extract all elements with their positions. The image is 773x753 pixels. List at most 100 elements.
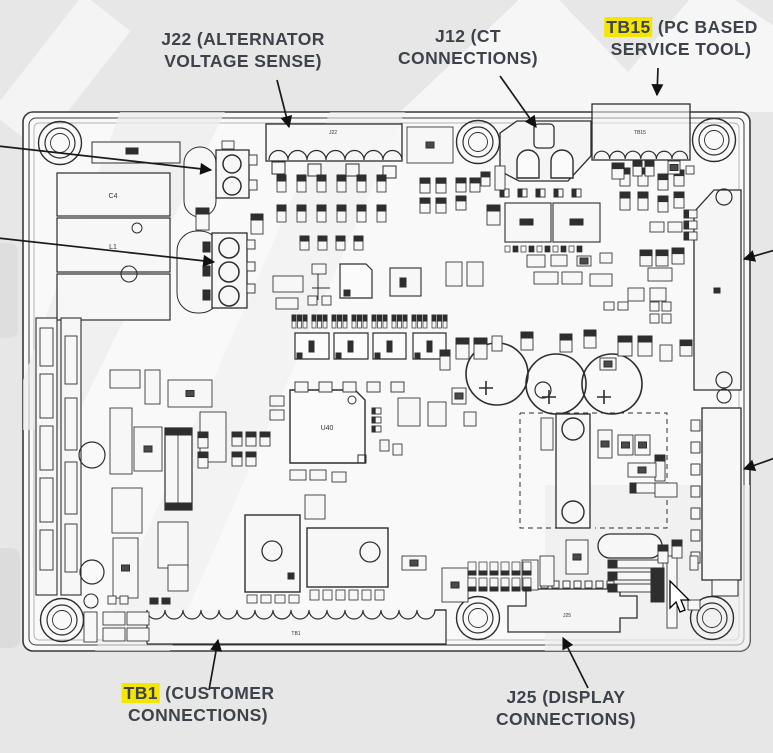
connector-right-a [716,388,732,404]
pad-group-mark [391,314,397,322]
callout-tb1-ref: TB1 [121,683,160,703]
connector-3pin-hole [218,237,240,259]
callout-j12-text: (CT [465,26,502,46]
callout-j22-line2: VOLTAGE SENSE) [164,51,322,71]
component [661,313,672,324]
callout-tb1: TB1 (CUSTOMER CONNECTIONS) [121,682,275,726]
resistor-band [356,204,367,212]
component-band [455,337,470,345]
component-mark [121,564,130,572]
mounting-hole [702,608,722,628]
component [561,271,583,285]
pad [274,594,286,604]
mounting-hole [52,610,72,630]
component [667,221,683,233]
leader-tb15 [651,67,664,97]
connector-3pin-pad [202,289,211,301]
component-mark [669,164,679,171]
connector-j25-pad [584,580,593,589]
resistor-band [316,174,327,182]
ref-tb15: TB15 [634,130,646,136]
pad [504,245,511,253]
resistor-band [335,235,346,242]
pad-group-mark [377,314,382,322]
pad-mark [489,586,499,592]
hole [120,265,138,283]
ic-soic-glyph [426,340,433,353]
component-band [419,177,431,184]
connector-3pin-hole [218,261,240,283]
component [589,273,613,287]
component [685,165,695,175]
component [64,461,78,515]
component-band [629,482,637,494]
connector-tb15 [591,103,691,161]
callout-tb15-ref: TB15 [604,17,653,37]
component [126,611,150,626]
mounting-hole [696,602,728,634]
fuse-holder-hole [561,500,585,524]
dashed-outline [519,412,668,529]
component-band [559,333,573,341]
ic-mark [519,218,534,226]
resistor-bar-end [607,559,618,569]
component [526,254,546,268]
connector-3pin-tab [246,261,256,272]
component-band [657,173,669,181]
fuse-f2-band [164,502,193,511]
component [109,369,141,389]
component-band [655,249,669,257]
component-mark [621,441,630,449]
component [64,523,78,573]
connector-j22-pin [307,163,322,177]
leader-lines [0,67,773,691]
component [689,555,699,571]
component-band [480,171,491,178]
pad [528,245,535,253]
connector-2pin-hole [222,176,242,196]
connector-j12-pin [516,149,540,179]
component [550,254,568,267]
connector-right-b-pad [690,419,701,432]
pad-mark [467,570,477,576]
component [167,379,213,408]
component [221,140,235,150]
pad [361,589,372,601]
component-band [673,191,685,199]
component [649,313,660,324]
pad-group-mark [371,314,377,322]
component-dark [161,597,171,605]
pad [288,594,300,604]
resistor-band [356,174,367,182]
component-band [632,160,643,167]
pad [335,589,346,601]
capacitor-plus-mark [597,390,611,404]
component-band [657,544,669,552]
pad [560,245,567,253]
component [540,417,554,451]
component-band [371,425,376,433]
hole [83,593,99,609]
component [654,482,678,498]
pad-mark [500,586,510,592]
capacitor-vent [534,381,552,399]
resistor-bar-end [607,571,618,581]
connector-right-b [701,407,742,581]
callout-tb15-text: (PC BASED [652,17,758,37]
mounting-hole [44,127,76,159]
pad [322,589,333,601]
component [102,611,126,626]
callout-j22-ref: J22 [161,29,192,49]
callout-j12-ref: J12 [434,26,466,46]
pad-mark [511,586,521,592]
capacitor-large [581,353,643,415]
callout-j12-line2: CONNECTIONS) [398,48,538,68]
pad-group-mark [382,314,388,322]
leader-left-2 [0,237,216,267]
connector-right-a-mark [713,287,721,294]
pad [246,594,258,604]
ic-u40-pin1 [347,395,357,405]
component [331,471,347,483]
